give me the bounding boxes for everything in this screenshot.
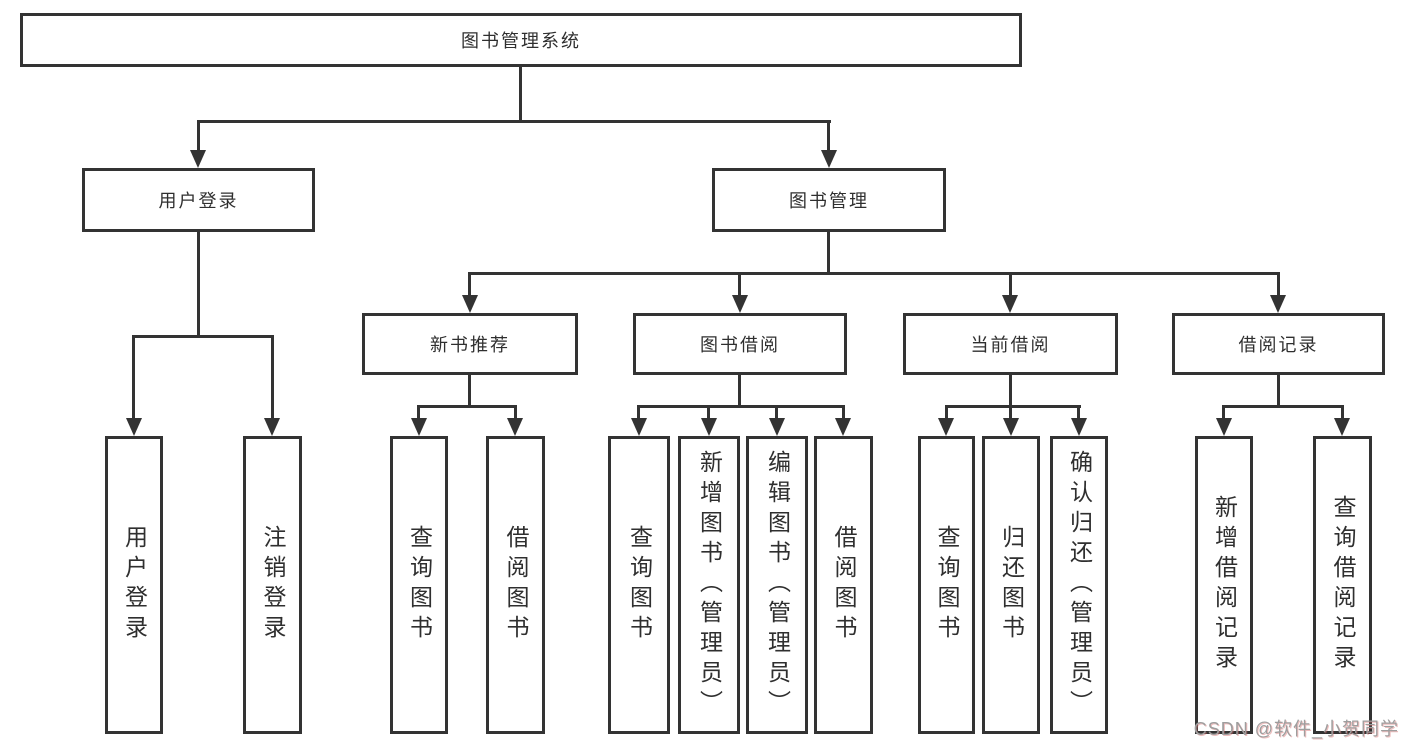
- connector-line: [197, 120, 831, 123]
- arrow-down-icon: [1270, 295, 1286, 313]
- connector-line: [1009, 375, 1012, 405]
- connector-line: [827, 120, 830, 150]
- connector-line: [1077, 405, 1080, 418]
- arrow-down-icon: [1334, 418, 1350, 436]
- node-label: 新书推荐: [430, 335, 510, 355]
- connector-line: [1222, 405, 1344, 408]
- arrow-down-icon: [835, 418, 851, 436]
- leaf-label: 查询图书: [934, 525, 960, 645]
- leaf-label: 查询借阅记录: [1330, 495, 1356, 675]
- node-user-login: 用户登录: [82, 168, 315, 232]
- leaf-current-query-books: 查询图书: [918, 436, 975, 734]
- connector-line: [519, 67, 522, 120]
- leaf-recommend-borrow-books: 借阅图书: [486, 436, 545, 734]
- arrow-down-icon: [631, 418, 647, 436]
- leaf-label: 注销登录: [260, 525, 286, 645]
- connector-line: [468, 272, 1280, 275]
- arrow-down-icon: [1002, 295, 1018, 313]
- leaf-records-query-record: 查询借阅记录: [1313, 436, 1372, 734]
- node-library-management-system: 图书管理系统: [20, 13, 1022, 67]
- node-book-management: 图书管理: [712, 168, 946, 232]
- connector-line: [197, 120, 200, 150]
- node-label: 用户登录: [158, 191, 239, 211]
- node-label: 图书管理: [789, 191, 869, 211]
- leaf-user-login: 用户登录: [105, 436, 163, 734]
- node-label: 当前借阅: [970, 335, 1051, 355]
- leaf-records-add-record: 新增借阅记录: [1195, 436, 1253, 734]
- connector-line: [1009, 272, 1012, 295]
- arrow-down-icon: [462, 295, 478, 313]
- connector-line: [132, 335, 135, 418]
- arrow-down-icon: [1216, 418, 1232, 436]
- node-new-book-recommend: 新书推荐: [362, 313, 578, 375]
- node-label: 图书借阅: [700, 335, 780, 355]
- leaf-label: 用户登录: [121, 525, 148, 645]
- leaf-logout: 注销登录: [243, 436, 302, 734]
- connector-line: [1277, 272, 1280, 295]
- connector-line: [468, 375, 471, 405]
- leaf-current-return-books: 归还图书: [982, 436, 1040, 734]
- connector-line: [775, 405, 778, 418]
- arrow-down-icon: [264, 418, 280, 436]
- arrow-down-icon: [190, 150, 206, 168]
- connector-line: [417, 405, 517, 408]
- leaf-borrowing-edit-books-admin: 编辑图书（管理员）: [746, 436, 808, 734]
- connector-line: [637, 405, 640, 418]
- arrow-down-icon: [1003, 418, 1019, 436]
- arrow-down-icon: [411, 418, 427, 436]
- connector-line: [945, 405, 948, 418]
- arrow-down-icon: [821, 150, 837, 168]
- connector-line: [1341, 405, 1344, 418]
- node-label: 借阅记录: [1238, 335, 1319, 355]
- connector-line: [945, 405, 1081, 408]
- connector-line: [514, 405, 517, 418]
- leaf-label: 编辑图书（管理员）: [764, 450, 791, 720]
- csdn-watermark: CSDN @软件_小贺同学: [1193, 719, 1399, 739]
- node-borrowing-records: 借阅记录: [1172, 313, 1385, 375]
- arrow-down-icon: [769, 418, 785, 436]
- connector-line: [738, 375, 741, 405]
- node-current-borrowing: 当前借阅: [903, 313, 1118, 375]
- leaf-borrowing-add-books-admin: 新增图书（管理员）: [678, 436, 740, 734]
- arrow-down-icon: [126, 418, 142, 436]
- leaf-borrowing-borrow-books: 借阅图书: [814, 436, 873, 734]
- arrow-down-icon: [732, 295, 748, 313]
- connector-line: [132, 335, 274, 338]
- arrow-down-icon: [507, 418, 523, 436]
- connector-line: [271, 335, 274, 418]
- connector-line: [827, 232, 830, 272]
- leaf-recommend-query-books: 查询图书: [390, 436, 448, 734]
- arrow-down-icon: [701, 418, 717, 436]
- leaf-label: 查询图书: [626, 525, 653, 645]
- connector-line: [468, 272, 471, 295]
- leaf-label: 归还图书: [998, 525, 1025, 645]
- connector-line: [842, 405, 845, 418]
- leaf-label: 借阅图书: [503, 525, 529, 645]
- node-label: 图书管理系统: [461, 31, 581, 51]
- leaf-label: 新增图书（管理员）: [696, 450, 723, 720]
- connector-line: [707, 405, 710, 418]
- connector-line: [1222, 405, 1225, 418]
- leaf-label: 新增借阅记录: [1211, 495, 1238, 675]
- leaf-label: 借阅图书: [831, 525, 857, 645]
- leaf-label: 查询图书: [406, 525, 433, 645]
- leaf-borrowing-query-books: 查询图书: [608, 436, 670, 734]
- leaf-current-confirm-return-admin: 确认归还（管理员）: [1050, 436, 1108, 734]
- leaf-label: 确认归还（管理员）: [1066, 450, 1093, 720]
- connector-line: [417, 405, 420, 418]
- connector-line: [197, 232, 200, 335]
- connector-line: [1009, 405, 1012, 418]
- arrow-down-icon: [1071, 418, 1087, 436]
- connector-line: [738, 272, 741, 295]
- arrow-down-icon: [938, 418, 954, 436]
- connector-line: [637, 405, 845, 408]
- node-book-borrowing: 图书借阅: [633, 313, 847, 375]
- connector-line: [1277, 375, 1280, 405]
